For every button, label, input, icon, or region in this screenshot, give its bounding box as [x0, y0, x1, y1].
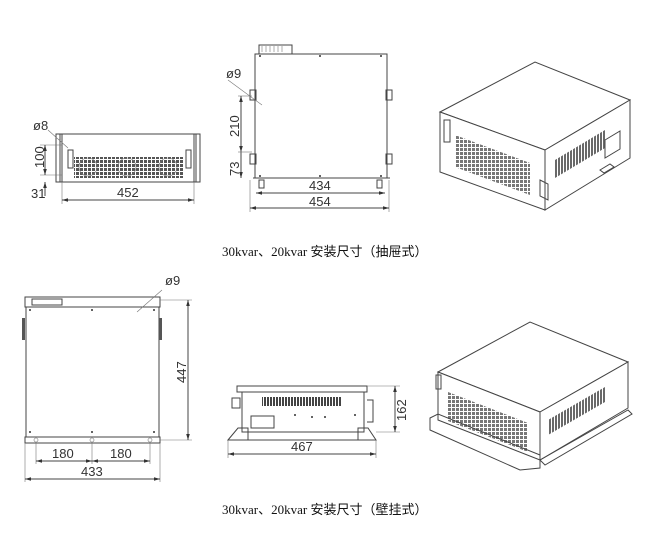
wall-isometric-view: [429, 321, 633, 471]
back-dim-180-right: 180: [110, 446, 132, 461]
front-width-452: 452: [117, 185, 139, 200]
wall-caption: 30kvar、20kvar 安装尺寸（壁挂式）: [222, 502, 428, 517]
drawer-caption: 30kvar、20kvar 安装尺寸（抽屉式）: [222, 244, 428, 259]
top-dim-210: 210: [227, 115, 242, 137]
wall-back-view: [22, 289, 192, 482]
side-width-467: 467: [291, 439, 313, 454]
drawer-top-view: [227, 44, 393, 212]
top-dim-73: 73: [227, 162, 242, 176]
back-width-433: 433: [81, 464, 103, 479]
back-height-447: 447: [174, 361, 189, 383]
front-height-31: 31: [31, 186, 45, 201]
drawer-isometric-view: [438, 61, 632, 211]
top-width-454: 454: [309, 194, 331, 209]
side-height-162: 162: [394, 399, 409, 421]
wall-side-view: [226, 385, 400, 458]
top-hole-label: ø9: [226, 66, 241, 81]
drawer-front-view: [40, 129, 201, 204]
back-hole-label: ø9: [165, 273, 180, 288]
back-dim-180-left: 180: [52, 446, 74, 461]
top-width-434: 434: [309, 178, 331, 193]
front-hole-label: ø8: [33, 118, 48, 133]
front-height-100: 100: [32, 146, 47, 168]
